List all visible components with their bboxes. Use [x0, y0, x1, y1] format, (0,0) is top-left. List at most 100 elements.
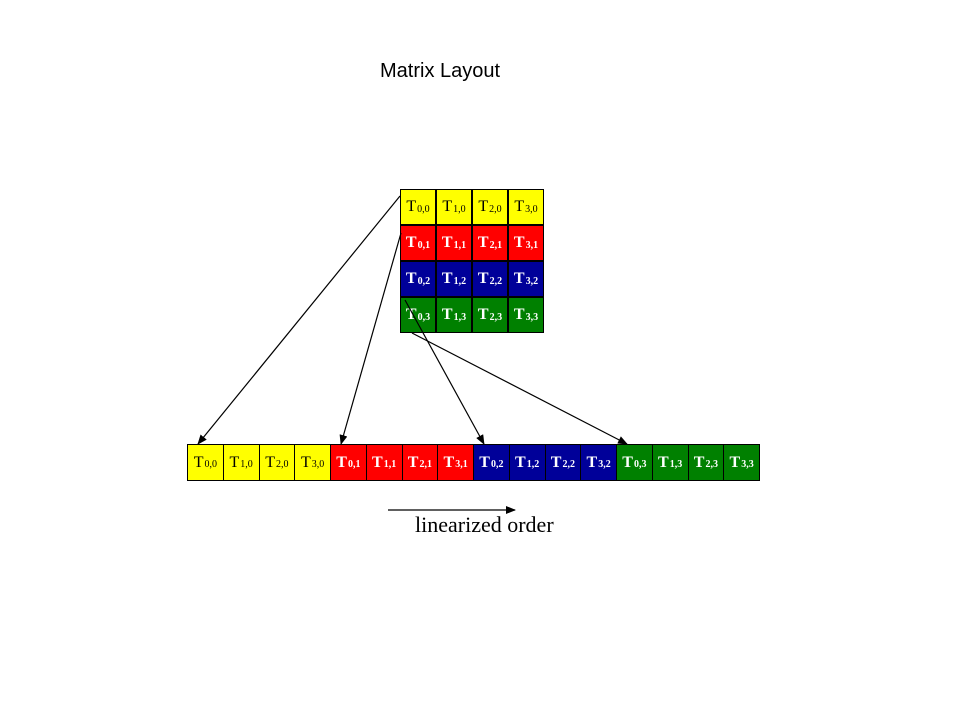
cell-subscript: 0,2: [417, 275, 431, 287]
cell-base: T: [405, 234, 417, 251]
cell-base: T: [513, 234, 525, 251]
cell-base: T: [441, 270, 453, 287]
cell-subscript: 0,2: [490, 459, 504, 470]
cell-subscript: 1,2: [453, 275, 467, 287]
cell-base: T: [622, 453, 633, 471]
cell-base: T: [442, 198, 453, 215]
cell-subscript: 3,3: [525, 311, 539, 323]
cell-base: T: [478, 198, 489, 215]
cell-base: T: [477, 234, 489, 251]
cell-subscript: 1,0: [453, 203, 466, 215]
cell-subscript: 3,2: [525, 275, 539, 287]
cell-base: T: [441, 306, 453, 323]
linearized-order-label: linearized order: [415, 512, 554, 537]
cell-subscript: 2,3: [489, 311, 503, 323]
cell-base: T: [693, 453, 705, 471]
cell-base: T: [550, 453, 562, 471]
cell-subscript: 2,3: [705, 459, 718, 470]
cell-subscript: 3,0: [311, 459, 325, 470]
cell-base: T: [407, 453, 419, 471]
cell-subscript: 0,3: [633, 459, 647, 470]
cell-subscript: 3,0: [525, 203, 538, 215]
cell-subscript: 3,1: [525, 239, 539, 251]
cell-base: T: [513, 270, 525, 287]
mapping-arrow-row-3: [411, 332, 628, 445]
cell-base: T: [513, 306, 525, 323]
cell-subscript: 2,0: [489, 203, 502, 215]
cell-subscript: 1,3: [453, 311, 467, 323]
cell-subscript: 2,0: [276, 459, 289, 470]
cell-subscript: 0,1: [417, 239, 431, 251]
cell-subscript: 2,1: [489, 239, 503, 251]
cell-base: T: [300, 453, 311, 471]
cell-base: T: [193, 453, 204, 471]
cell-subscript: 3,2: [598, 459, 611, 470]
cell-base: T: [729, 453, 741, 471]
cell-base: T: [406, 198, 417, 215]
cell-subscript: 0,1: [347, 459, 361, 470]
cell-subscript: 1,1: [453, 239, 467, 251]
cell-subscript: 1,0: [240, 459, 253, 470]
cell-base: T: [514, 198, 525, 215]
cell-base: T: [441, 234, 453, 251]
cell-base: T: [336, 453, 347, 471]
cell-base: T: [477, 306, 489, 323]
cell-base: T: [658, 453, 669, 471]
cell-subscript: 2,2: [562, 459, 575, 470]
cell-subscript: 1,1: [383, 459, 397, 470]
cell-subscript: 2,1: [419, 459, 432, 470]
cell-subscript: 3,1: [455, 459, 468, 470]
cell-subscript: 0,3: [417, 311, 431, 323]
cell-base: T: [372, 453, 383, 471]
mapping-arrow-row-1: [339, 232, 402, 445]
cell-subscript: 1,3: [669, 459, 683, 470]
diagram-title: Matrix Layout: [380, 60, 501, 82]
cell-subscript: 1,2: [526, 459, 540, 470]
cell-base: T: [405, 270, 417, 287]
cell-base: T: [265, 453, 276, 471]
cell-subscript: 0,0: [204, 459, 218, 470]
cell-base: T: [229, 453, 240, 471]
cell-base: T: [515, 453, 526, 471]
cell-subscript: 2,2: [489, 275, 503, 287]
cell-base: T: [479, 453, 490, 471]
cell-subscript: 3,3: [741, 459, 754, 470]
mapping-arrow-row-0: [197, 195, 401, 445]
cell-base: T: [477, 270, 489, 287]
cell-base: T: [405, 306, 417, 323]
cell-base: T: [586, 453, 598, 471]
cell-base: T: [443, 453, 455, 471]
cell-subscript: 0,0: [417, 203, 430, 215]
